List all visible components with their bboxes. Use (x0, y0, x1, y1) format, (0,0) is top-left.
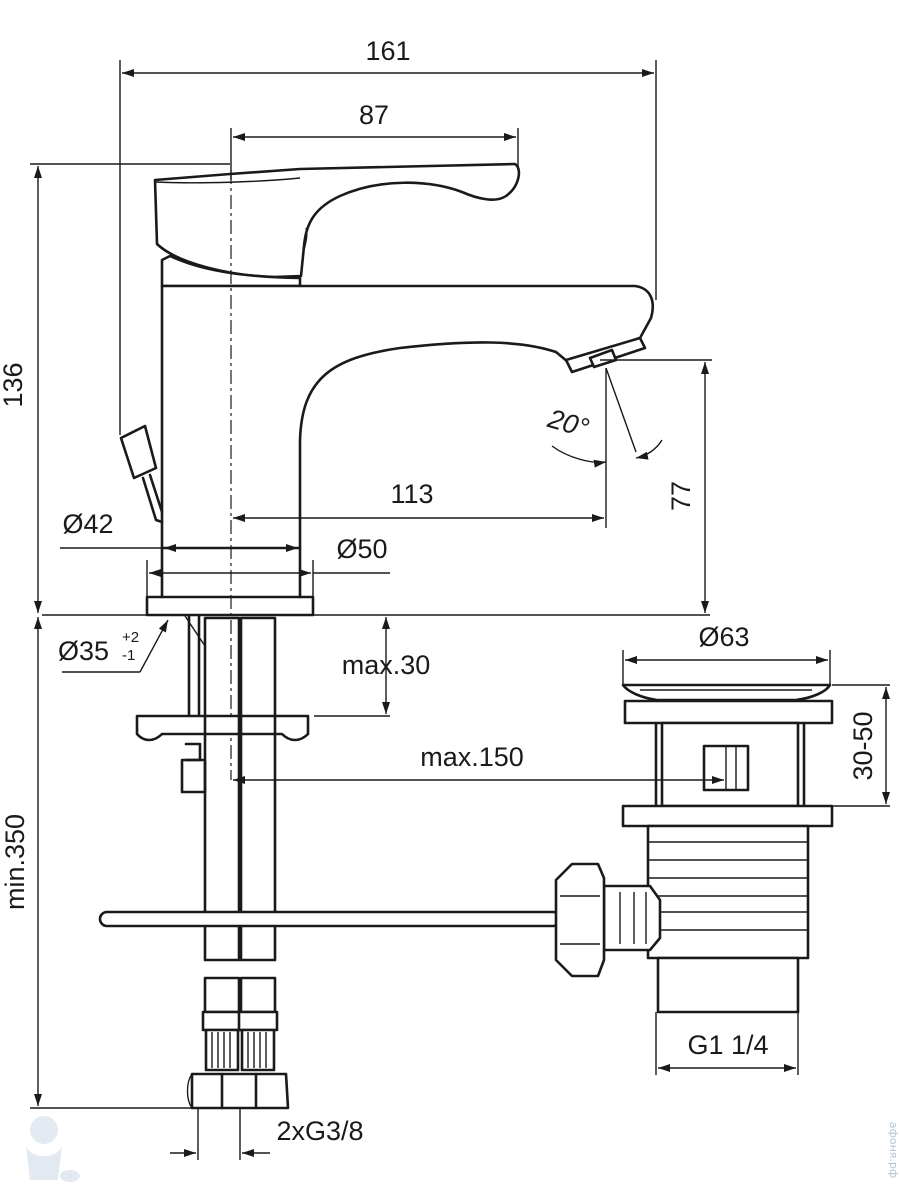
pull-rod (98, 910, 562, 928)
dim-total-width: 161 (365, 36, 410, 66)
hose-left (203, 616, 241, 962)
dim-handle-length: 87 (359, 100, 389, 130)
mounting-plate (135, 714, 310, 742)
dim-spout-height: 77 (666, 481, 696, 511)
dim-total-height: 136 (0, 362, 28, 407)
watermark-logo (26, 1116, 80, 1182)
hose-right (239, 616, 277, 962)
dim-base-diameter: Ø50 (336, 534, 387, 564)
watermark-text: афоня.рф (887, 1122, 900, 1179)
faucet (119, 162, 655, 780)
dim-waste-thread: G1 1/4 (687, 1030, 768, 1060)
hex-connector (554, 862, 606, 978)
waste-valve (554, 683, 834, 1014)
dimension-labels: 161 87 136 113 77 20° Ø42 Ø50 Ø35 +2 -1 … (0, 36, 878, 1146)
dimension-lines (30, 60, 890, 1160)
lever-handle (153, 162, 521, 279)
base-ring (145, 595, 315, 617)
dim-hole-diameter: Ø35 (58, 636, 109, 666)
dim-waste-diameter: Ø63 (698, 622, 749, 652)
hose-nut (190, 1072, 290, 1110)
dim-pop-up-distance: max.150 (420, 742, 524, 772)
pop-up-knob (119, 424, 158, 480)
dim-hole-tol-plus: +2 (122, 629, 139, 646)
dim-waste-range: 30-50 (848, 711, 878, 780)
faucet-body (160, 284, 655, 550)
dim-hole-tol-minus: -1 (122, 647, 135, 664)
dim-hose-length: min.350 (0, 814, 30, 910)
dim-spout-reach: 113 (390, 479, 433, 509)
dim-spout-angle: 20° (544, 403, 593, 443)
waste-cap (621, 683, 832, 702)
dim-body-diameter: Ø42 (62, 509, 113, 539)
dim-deck-thickness: max.30 (342, 650, 431, 680)
mounting-assembly (42, 614, 710, 1110)
dim-hose-thread: 2xG3/8 (276, 1116, 363, 1146)
